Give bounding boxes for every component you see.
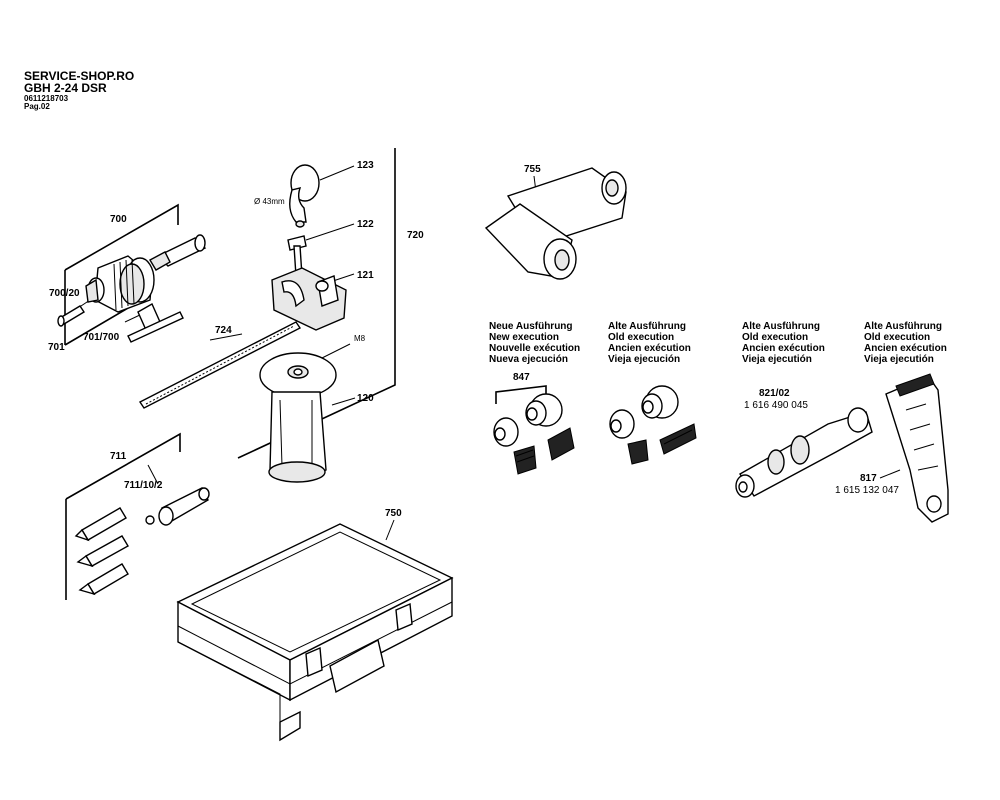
part-no-821-02: 1 616 490 045: [744, 400, 808, 411]
old-exec-c-line-es: Vieja ejecutión: [864, 354, 934, 365]
old-exec-a-line-de: Alte Ausführung: [608, 321, 686, 332]
spindle-part: [735, 407, 873, 498]
new-exec-line-fr: Nouvelle exécution: [489, 343, 580, 354]
clamp-band-part: [289, 164, 320, 228]
new-execution-note: Neue Ausführung New execution Nouvelle e…: [489, 321, 580, 365]
callout-700: 700: [110, 214, 127, 225]
dust-brush-old-part: [627, 423, 697, 465]
callout-711-10-2: 711/10/2: [124, 480, 163, 491]
old-exec-a-line-fr: Ancien exécution: [608, 343, 691, 354]
leader-817: [879, 469, 901, 479]
drill-chuck-part: [85, 255, 155, 313]
callout-711: 711: [110, 451, 127, 462]
chuck-screw-part: [57, 305, 85, 327]
new-exec-line-en: New execution: [489, 332, 559, 343]
old-exec-b-line-de: Alte Ausführung: [742, 321, 820, 332]
thread-m8-label: M8: [354, 334, 366, 343]
screwdriver-bit-1-part: [74, 507, 127, 542]
screwdriver-bit-2-part: [76, 535, 129, 568]
old-exec-a-line-en: Old execution: [608, 332, 674, 343]
page-number: Pag.02: [24, 102, 50, 111]
old-exec-b-line-es: Vieja ejecutión: [742, 354, 812, 365]
new-exec-line-de: Neue Ausführung: [489, 321, 573, 332]
callout-724: 724: [215, 325, 232, 336]
callout-123: 123: [357, 160, 374, 171]
angle-drill-head-part: [484, 167, 627, 280]
chuck-key-shaft-part: [149, 234, 207, 271]
site-name: SERVICE-SHOP.RO: [24, 69, 135, 83]
callout-847-bracket: [495, 385, 547, 404]
page-header: SERVICE-SHOP.RO GBH 2-24 DSR 0611218703 …: [24, 70, 134, 111]
new-exec-line-es: Nueva ejecución: [489, 354, 568, 365]
callout-847: 847: [513, 372, 530, 383]
callout-817: 817: [860, 473, 877, 484]
depth-gauge-rod-part: [138, 321, 302, 409]
leader-750: [385, 519, 395, 541]
old-exec-c-line-de: Alte Ausführung: [864, 321, 942, 332]
old-execution-note-a: Alte Ausführung Old execution Ancien exé…: [608, 321, 691, 365]
auxiliary-handle-part: [259, 352, 337, 483]
bits-group-bracket: [65, 432, 181, 600]
old-exec-c-line-fr: Ancien exécution: [864, 343, 947, 354]
model-name: GBH 2-24 DSR: [24, 81, 107, 95]
seal-ring-new-part: [493, 393, 563, 447]
callout-755: 755: [524, 164, 541, 175]
callout-120: 120: [357, 393, 374, 404]
old-exec-c-line-en: Old execution: [864, 332, 930, 343]
diameter-label: Ø 43mm: [254, 197, 285, 206]
old-exec-b-line-en: Old execution: [742, 332, 808, 343]
callout-821-02: 821/02: [759, 388, 790, 399]
old-execution-note-c: Alte Ausführung Old execution Ancien exé…: [864, 321, 947, 365]
handle-clamp-holder-part: [271, 267, 347, 331]
callout-122: 122: [357, 219, 374, 230]
old-exec-a-line-es: Vieja ejecución: [608, 354, 680, 365]
callout-720: 720: [407, 230, 424, 241]
old-exec-b-line-fr: Ancien exécution: [742, 343, 825, 354]
dust-brush-new-part: [513, 427, 575, 475]
bit-holder-part: [158, 487, 210, 526]
screwdriver-bit-3-part: [78, 563, 129, 596]
housing-half-part: [885, 373, 949, 523]
seal-ring-old-part: [609, 385, 679, 439]
old-execution-note-b: Alte Ausführung Old execution Ancien exé…: [742, 321, 825, 365]
callout-700-20: 700/20: [49, 288, 80, 299]
callout-701: 701: [48, 342, 65, 353]
chuck-key-part: [127, 303, 184, 343]
callout-701-700: 701/700: [83, 332, 120, 343]
part-no-817: 1 615 132 047: [835, 485, 899, 496]
carrying-case-part: [176, 523, 454, 742]
bit-retaining-ring-part: [145, 515, 155, 525]
callout-121: 121: [357, 270, 374, 281]
callout-750: 750: [385, 508, 402, 519]
part-number: 0611218703: [24, 94, 69, 103]
